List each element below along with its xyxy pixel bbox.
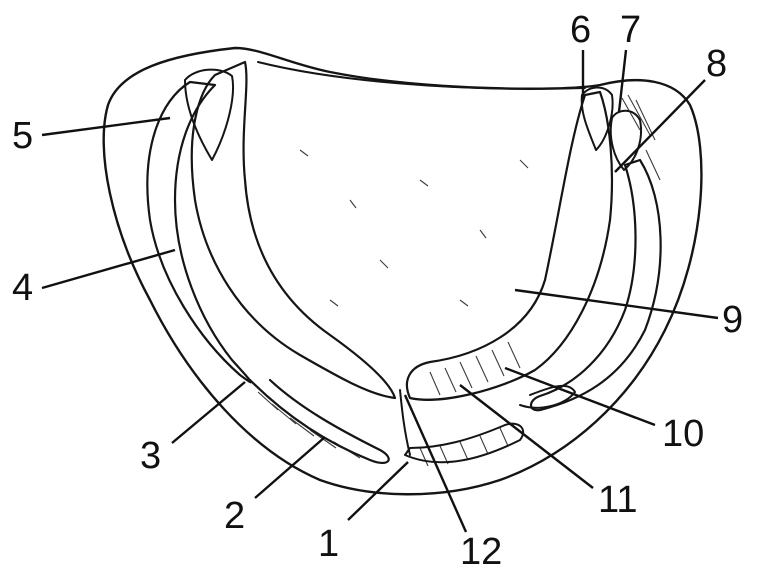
leader-8 [615,80,705,172]
callout-label-12: 12 [460,531,502,570]
leader-4 [42,250,175,288]
callout-label-4: 4 [12,267,33,309]
callout-label-2: 2 [224,495,245,537]
callout-label-5: 5 [12,115,33,157]
palate-texture [300,150,528,306]
leader-12 [405,395,466,532]
callout-label-6: 6 [570,9,591,51]
right-buccal-roll [531,160,661,410]
callout-label-8: 8 [706,43,727,85]
callout-label-3: 3 [140,435,161,477]
callout-label-9: 9 [722,299,743,341]
callout-label-1: 1 [318,523,339,565]
leader-10 [505,368,655,425]
callout-label-7: 7 [620,9,641,51]
leader-9 [515,290,718,318]
right-ridge-crest [407,92,612,400]
right-lingual-roll [520,386,575,408]
callout-label-10: 10 [662,413,704,455]
callout-label-11: 11 [598,479,637,521]
leader-5 [42,118,170,135]
anterior-midline-frenum [400,390,410,455]
left-buccal-roll [147,82,251,382]
anterior-labial-pad [405,424,523,463]
